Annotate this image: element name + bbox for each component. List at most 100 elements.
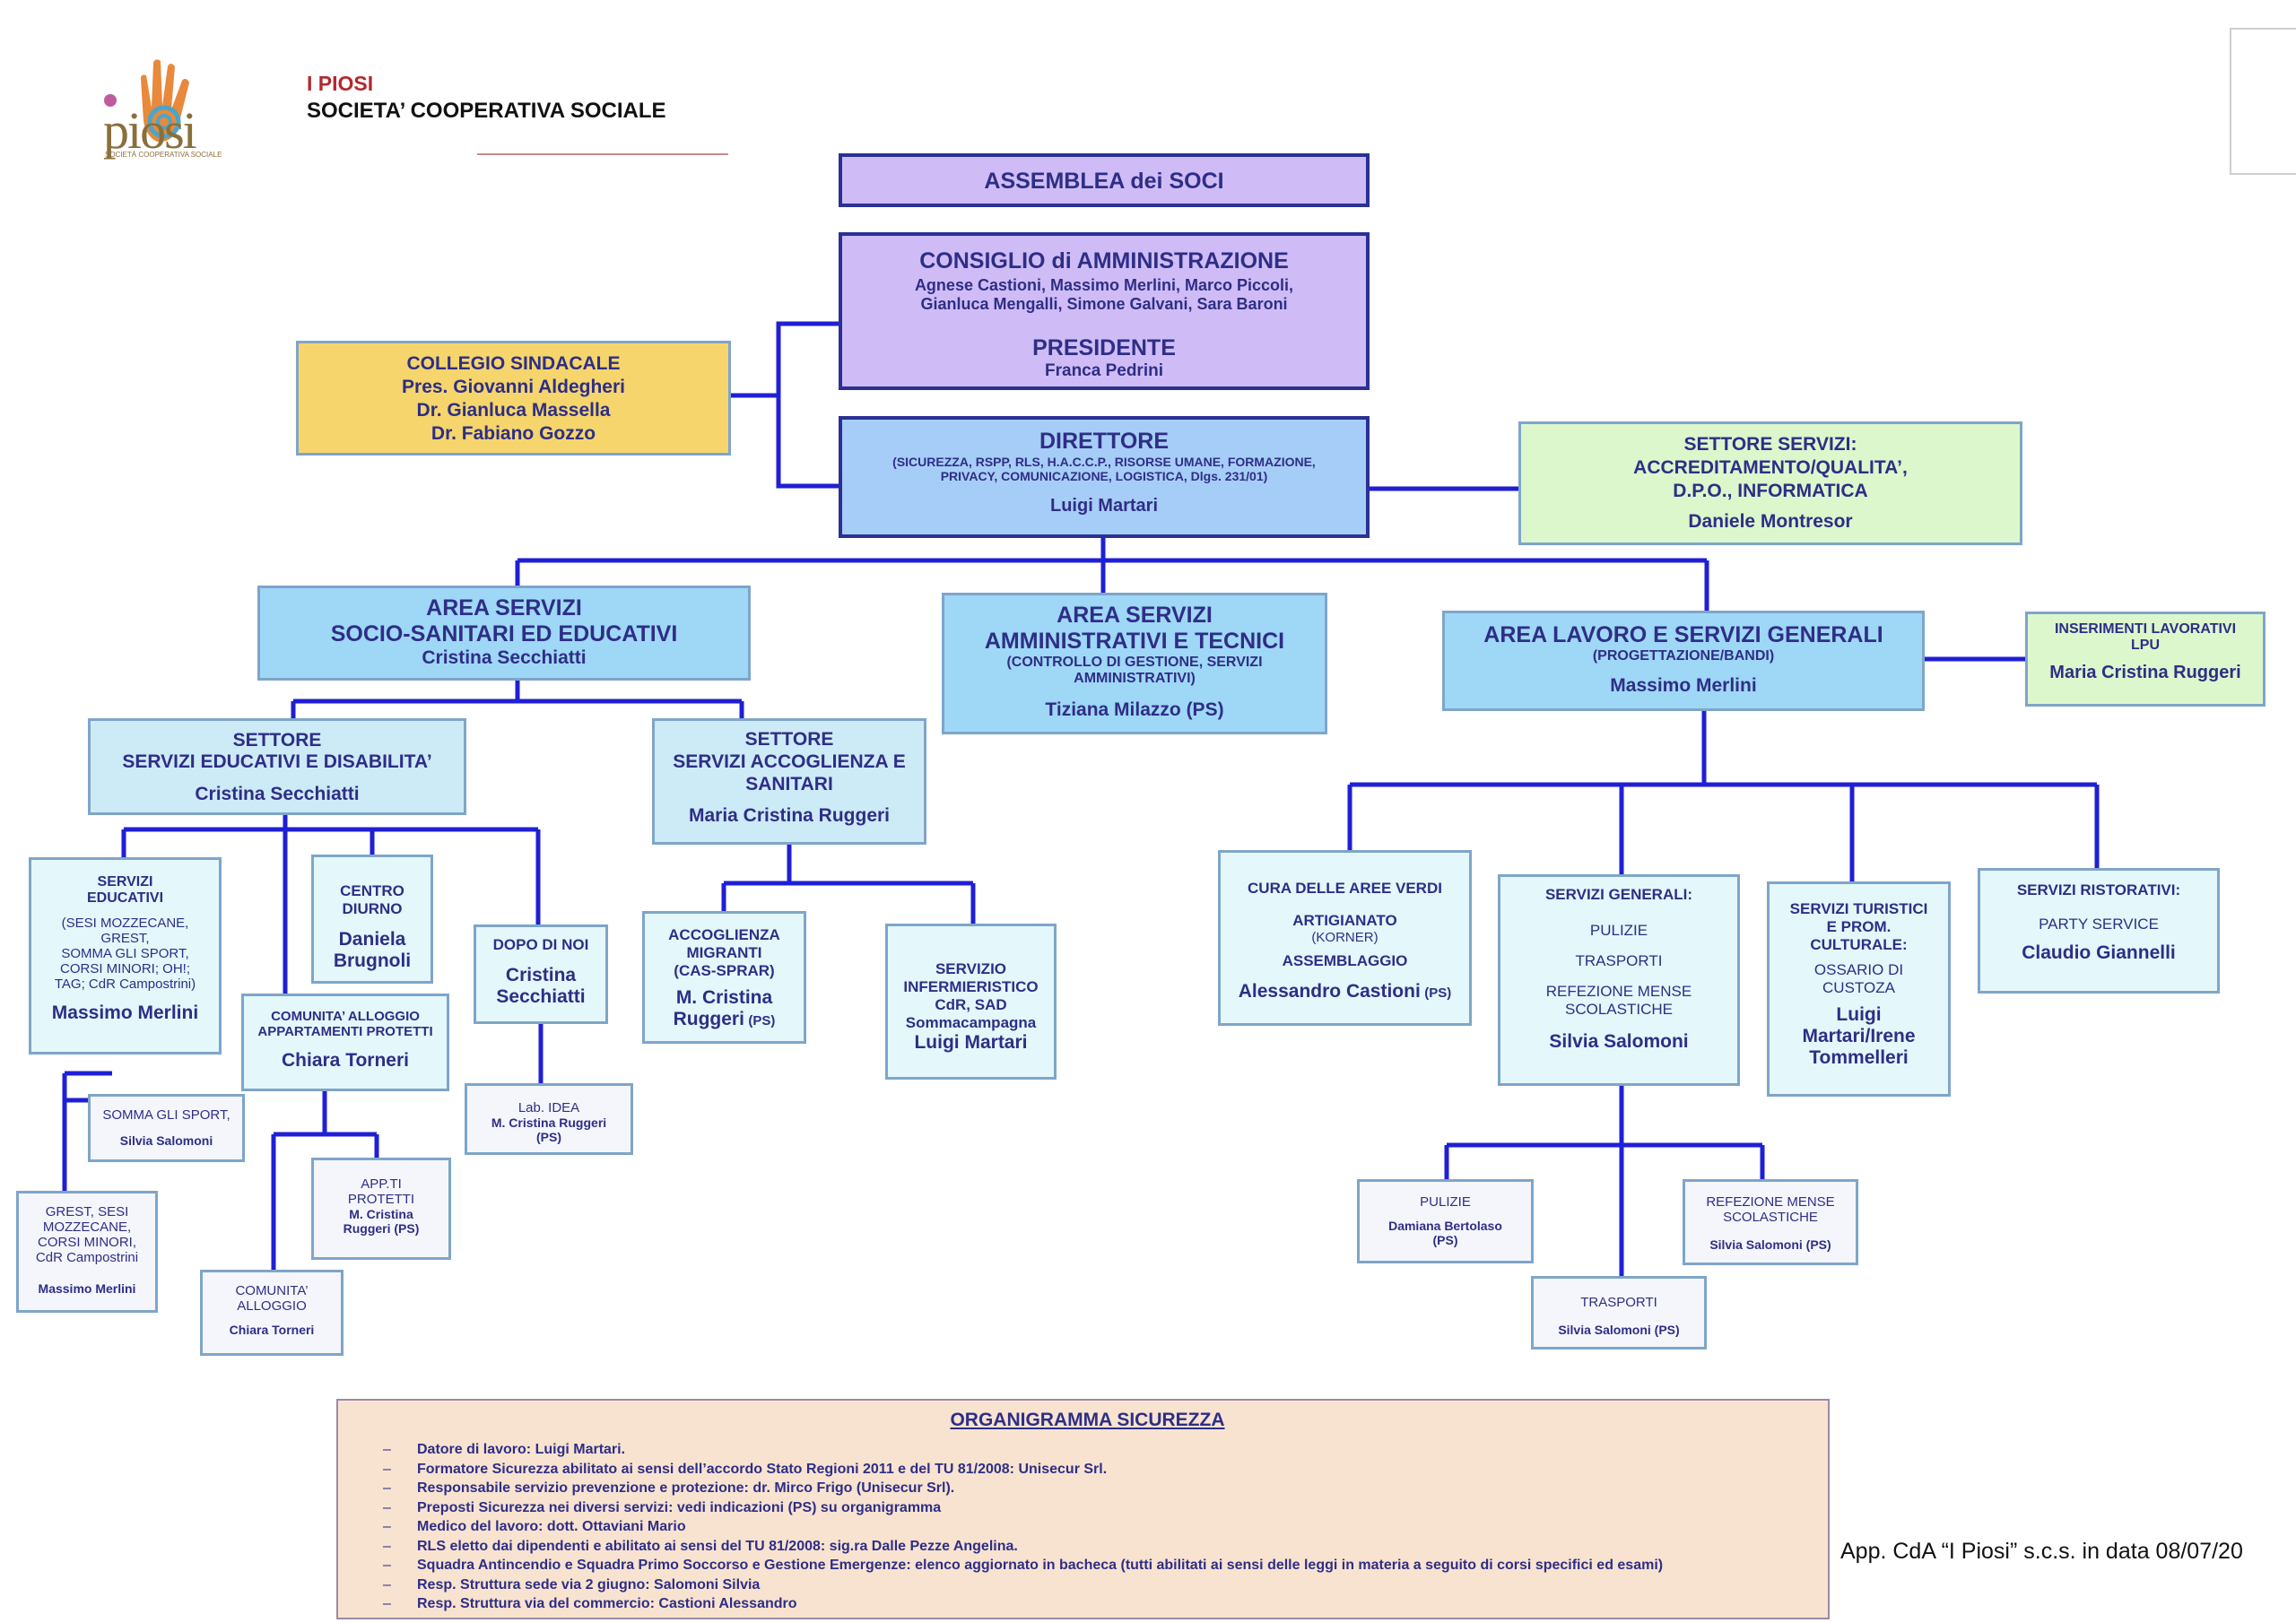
grest-box: GREST, SESI MOZZECANE, CORSI MINORI, CdR… (16, 1191, 158, 1313)
consiglio-members-2: Gianluca Mengalli, Simone Galvani, Sara … (920, 295, 1288, 313)
org-name: I PIOSI (307, 72, 374, 95)
accoglienza-line-3: (CAS-SPRAR) (674, 962, 775, 979)
servizi-ristorativi-box: SERVIZI RISTORATIVI: PARTY SERVICE Claud… (1978, 868, 2220, 994)
logo-subtext: SOCIETÀ COOPERATIVA SOCIALE (105, 151, 222, 159)
settore-acc-line-2: SERVIZI ACCOGLIENZA E (673, 751, 906, 772)
sicurezza-item: –Medico del lavoro: dott. Ottaviani Mari… (383, 1519, 686, 1534)
sicurezza-item: –Responsabile servizio prevenzione e pro… (383, 1480, 955, 1496)
trasporti-box: TRASPORTI Silvia Salomoni (PS) (1531, 1276, 1707, 1350)
consiglio-members-1: Agnese Castioni, Massimo Merlini, Marco … (914, 276, 1294, 294)
settore-servizi-line-3: D.P.O., INFORMATICA (1673, 481, 1868, 501)
area-lavoro-box: AREA LAVORO E SERVIZI GENERALI (PROGETTA… (1442, 611, 1925, 711)
logo: piosi SOCIETÀ COOPERATIVA SOCIALE (94, 36, 229, 179)
app-protetti-box: APP.TI PROTETTI M. Cristina Ruggeri (PS) (311, 1158, 451, 1260)
servizi-ristorativi-line-1: PARTY SERVICE (2039, 916, 2159, 933)
servizi-turistici-line-3: CULTURALE: (1810, 936, 1908, 953)
inserimenti-line-2: LPU (2131, 638, 2160, 653)
comunita-alloggio-name: Chiara Torneri (282, 1050, 409, 1071)
servizi-turistici-line-1: SERVIZI TURISTICI (1789, 900, 1928, 917)
collegio-line-2: Dr. Gianluca Massella (416, 400, 611, 421)
accoglienza-line-2: MIGRANTI (686, 944, 762, 961)
settore-edu-name: Cristina Secchiatti (195, 784, 360, 804)
area-lavoro-name: Massimo Merlini (1610, 675, 1757, 696)
servizi-turistici-line-2: E PROM. (1826, 918, 1892, 935)
centro-diurno-line-1: CENTRO (340, 882, 404, 899)
infermieristico-line-3: CdR, SAD (935, 996, 1007, 1013)
settore-acc-line-3: SANITARI (745, 774, 833, 794)
sicurezza-item: –Squadra Antincendio e Squadra Primo Soc… (383, 1558, 1664, 1573)
somma-sport-name: Silvia Salomoni (119, 1133, 213, 1148)
servizi-turistici-name-2: Martari/Irene (1802, 1026, 1916, 1046)
settore-acc-box: SETTORE SERVIZI ACCOGLIENZA E SANITARI M… (652, 718, 926, 845)
consiglio-title: CONSIGLIO di AMMINISTRAZIONE (919, 248, 1289, 273)
settore-acc-name: Maria Cristina Ruggeri (688, 805, 891, 826)
servizi-turistici-box: SERVIZI TURISTICI E PROM. CULTURALE: OSS… (1767, 881, 1951, 1097)
accoglienza-name-1: M. Cristina (675, 987, 773, 1008)
area-lavoro-title: AREA LAVORO E SERVIZI GENERALI (1483, 622, 1883, 647)
accoglienza-name-2: Ruggeri (673, 1009, 744, 1029)
servizi-educativi-name: Massimo Merlini (51, 1002, 199, 1023)
area-amm-box: AREA SERVIZI AMMINISTRATIVI E TECNICI (C… (942, 593, 1327, 734)
area-socio-box: AREA SERVIZI SOCIO-SANITARI ED EDUCATIVI… (257, 586, 751, 681)
sicurezza-list: –Datore di lavoro: Luigi Martari. –Forma… (383, 1440, 1792, 1614)
sicurezza-item: –Preposti Sicurezza nei diversi servizi:… (383, 1499, 942, 1515)
servizi-educativi-d4: CORSI MINORI; OH!; (59, 961, 190, 976)
servizi-ristorativi-name: Claudio Giannelli (2022, 942, 2176, 963)
inserimenti-line-1: INSERIMENTI LAVORATIVI (2054, 621, 2237, 637)
aree-verdi-line-2: ARTIGIANATO (1292, 912, 1397, 929)
aree-verdi-line-1: CURA DELLE AREE VERDI (1248, 880, 1442, 897)
sicurezza-item: –Formatore Sicurezza abilitato ai sensi … (383, 1461, 1108, 1477)
centro-diurno-name-1: Daniela (338, 929, 406, 950)
grest-line-2: MOZZECANE, (42, 1219, 132, 1235)
pulizie-ps: (PS) (1432, 1233, 1458, 1247)
president-title: PRESIDENTE (1032, 335, 1176, 360)
servizi-turistici-name-1: Luigi (1836, 1004, 1882, 1025)
settore-servizi-name: Daniele Montresor (1688, 511, 1853, 532)
lab-idea-ps: (PS) (536, 1130, 561, 1144)
area-amm-line-2: AMMINISTRATIVI E TECNICI (984, 629, 1285, 654)
sicurezza-item: –Resp. Struttura via del commercio: Cast… (383, 1596, 797, 1611)
area-lavoro-desc: (PROGETTAZIONE/BANDI) (1592, 648, 1775, 664)
settore-servizi-box: SETTORE SERVIZI: ACCREDITAMENTO/QUALITA’… (1518, 421, 2022, 545)
grest-name: Massimo Merlini (38, 1281, 136, 1296)
direttore-desc-1: (SICUREZZA, RSPP, RLS, H.A.C.C.P., RISOR… (892, 455, 1316, 469)
servizi-turistici-line-5: CUSTOZA (1822, 979, 1895, 996)
direttore-box: DIRETTORE (SICUREZZA, RSPP, RLS, H.A.C.C… (839, 416, 1370, 538)
servizi-educativi-d2: GREST, (100, 931, 150, 946)
pulizie-name: Damiana Bertolaso (1388, 1219, 1502, 1233)
direttore-title: DIRETTORE (1039, 429, 1169, 454)
collegio-title: COLLEGIO SINDACALE (406, 353, 621, 374)
comunita-alloggio-box: COMUNITA’ ALLOGGIO APPARTAMENTI PROTETTI… (241, 994, 449, 1091)
sicurezza-item: –Datore di lavoro: Luigi Martari. (383, 1442, 626, 1457)
servizi-generali-box: SERVIZI GENERALI: PULIZIE TRASPORTI REFE… (1498, 874, 1740, 1086)
accoglienza-box: ACCOGLIENZA MIGRANTI (CAS-SPRAR) M. Cris… (642, 911, 806, 1044)
centro-diurno-name-2: Brugnoli (333, 950, 412, 971)
servizi-turistici-line-4: OSSARIO DI (1813, 961, 1904, 978)
sicurezza-panel: ORGANIGRAMMA SICUREZZA –Datore di lavoro… (336, 1399, 1830, 1619)
refezione-line-2: SCOLASTICHE (1723, 1210, 1818, 1225)
comunita-small-box: COMUNITA’ ALLOGGIO Chiara Torneri (200, 1270, 344, 1356)
servizi-generali-line-2: TRASPORTI (1575, 952, 1663, 969)
infermieristico-line-4: Sommacampagna (905, 1014, 1037, 1031)
dopo-di-noi-name-1: Cristina (505, 965, 577, 985)
comunita-small-line-1: COMUNITA’ (235, 1283, 309, 1298)
lab-idea-title: Lab. IDEA (517, 1100, 580, 1115)
servizi-educativi-box: SERVIZI EDUCATIVI (SESI MOZZECANE, GREST… (29, 857, 222, 1055)
area-socio-line-1: AREA SERVIZI (426, 595, 582, 621)
servizi-ristorativi-title: SERVIZI RISTORATIVI: (2016, 881, 2181, 898)
aree-verdi-ps: (PS) (1424, 985, 1452, 1001)
comunita-small-name: Chiara Torneri (229, 1323, 315, 1337)
centro-diurno-line-2: DIURNO (342, 900, 403, 917)
area-amm-desc-2: AMMINISTRATIVI) (1074, 671, 1196, 686)
servizi-educativi-line-2: EDUCATIVI (86, 890, 164, 906)
area-amm-name: Tiziana Milazzo (PS) (1045, 699, 1224, 720)
refezione-box: REFEZIONE MENSE SCOLASTICHE Silvia Salom… (1683, 1179, 1858, 1265)
collegio-box: COLLEGIO SINDACALE Pres. Giovanni Aldegh… (296, 341, 731, 456)
dopo-di-noi-name-2: Secchiatti (496, 986, 586, 1007)
area-amm-desc-1: (CONTROLLO DI GESTIONE, SERVIZI (1006, 655, 1263, 670)
aree-verdi-line-3: (KORNER) (1311, 930, 1378, 945)
refezione-name: Silvia Salomoni (PS) (1709, 1237, 1831, 1252)
area-socio-name: Cristina Secchiatti (422, 647, 587, 668)
infermieristico-line-1: SERVIZIO (935, 960, 1007, 977)
servizi-educativi-d1: (SESI MOZZECANE, (61, 916, 189, 931)
